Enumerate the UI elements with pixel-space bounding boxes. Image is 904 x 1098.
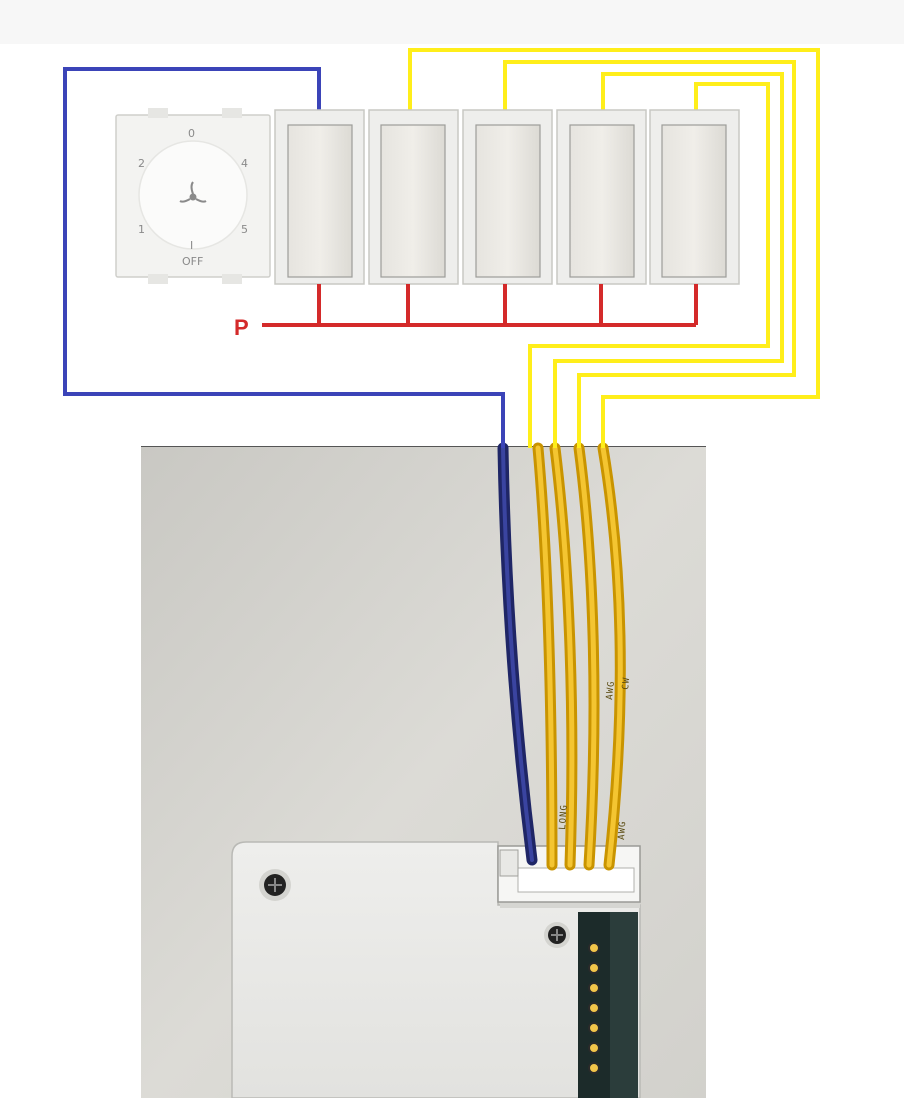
phase-line [262,284,698,327]
fan-icon [179,181,207,203]
switch-4-wire [528,82,770,448]
top-bar [0,0,904,44]
wire-print-long: LONG [558,804,570,830]
dial-label-5: 5 [241,223,248,236]
switch-5[interactable] [649,109,740,285]
switch-1-wire [408,48,820,448]
device-photo: LONG AWG CW AWG [141,442,706,1098]
switch-2-wire [503,60,796,448]
switch-2[interactable] [368,109,459,285]
dial-label-off: OFF [182,255,203,268]
switch-1[interactable] [274,109,365,285]
screw-icon [544,922,570,948]
switch-3-wire [553,72,784,448]
switch-3[interactable] [462,109,553,285]
screw-icon [259,869,291,901]
controller-box [231,841,641,1098]
neutral-wire [63,67,505,448]
dial-label-4: 4 [241,157,248,170]
wire-print-cw: CW [621,676,632,690]
dial-label-0: 0 [188,127,195,140]
switched-wires [408,48,820,448]
photo-wires [497,442,626,871]
fan-regulator: 0 2 4 1 5 I OFF [115,108,271,284]
phase-label: P [234,315,249,340]
dial-label-1: 1 [138,223,145,236]
pcb-header [578,912,638,1098]
wire-print-awg: AWG [605,680,617,700]
dial-label-2: 2 [138,157,145,170]
dial-label-i: I [190,239,193,252]
wire-print-awg-lower: AWG [617,820,628,840]
switch-4[interactable] [556,109,647,285]
